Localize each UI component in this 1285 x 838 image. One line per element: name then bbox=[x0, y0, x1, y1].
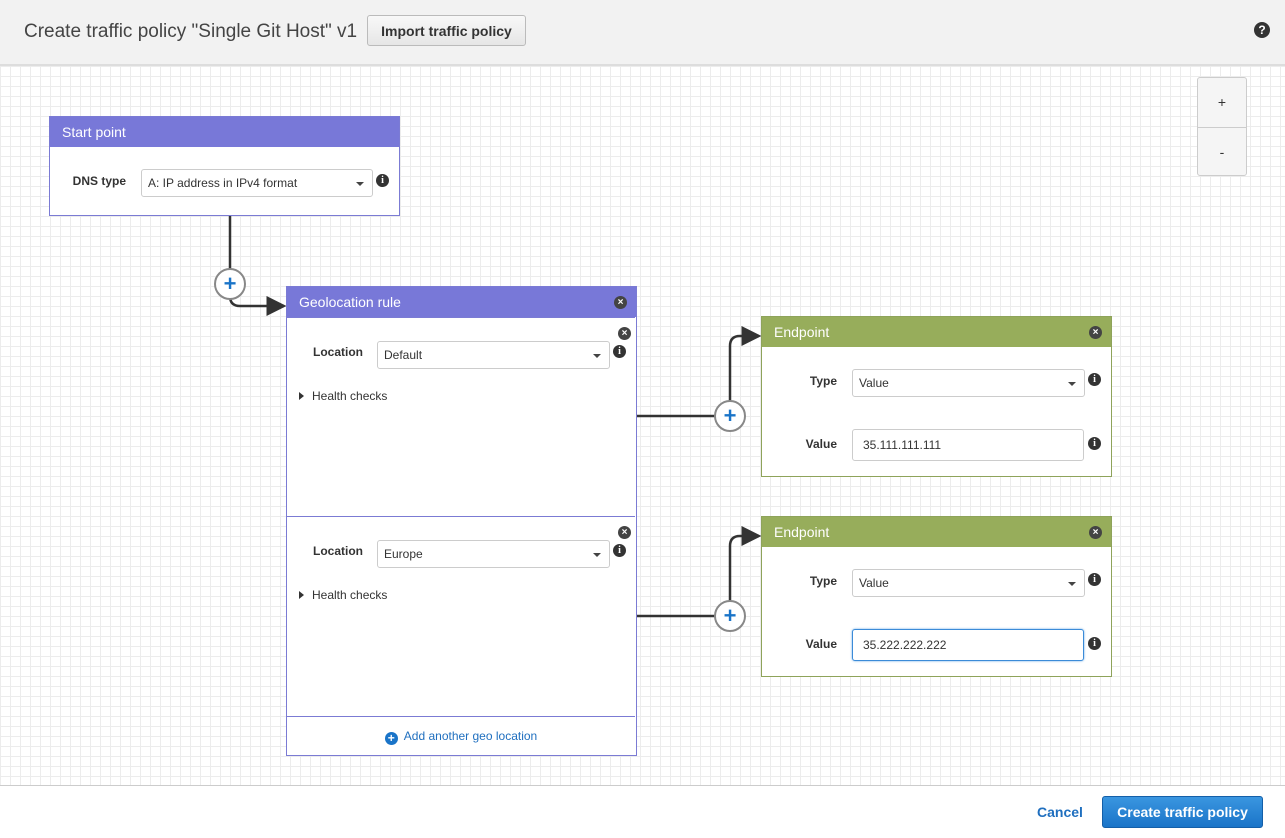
add-geo-location-label: Add another geo location bbox=[403, 729, 538, 743]
zoom-control: + - bbox=[1197, 77, 1247, 176]
dns-type-label: DNS type bbox=[72, 174, 126, 188]
value-input[interactable]: 35.222.222.222 bbox=[852, 629, 1084, 661]
geolocation-rule-title: Geolocation rule × bbox=[287, 287, 636, 317]
type-label: Type bbox=[809, 574, 837, 588]
location-select[interactable]: Default bbox=[377, 341, 610, 369]
info-icon[interactable]: i bbox=[613, 544, 626, 557]
add-node-button[interactable]: + bbox=[714, 600, 746, 632]
geo-rule-section: × Location Default i Health checks bbox=[287, 317, 635, 517]
type-select[interactable]: Value bbox=[852, 369, 1085, 397]
caret-right-icon bbox=[299, 392, 304, 400]
location-label: Location bbox=[313, 345, 363, 359]
close-icon[interactable]: × bbox=[614, 296, 627, 309]
health-checks-toggle[interactable]: Health checks bbox=[299, 389, 387, 403]
plus-circle-icon: + bbox=[384, 732, 398, 745]
connector-geo1-endpoint1 bbox=[637, 326, 762, 418]
dns-type-select[interactable]: A: IP address in IPv4 format bbox=[141, 169, 373, 197]
endpoint-box[interactable]: Endpoint × Type Value i Value 35.111.111.… bbox=[761, 316, 1112, 477]
endpoint-title-text: Endpoint bbox=[774, 324, 830, 340]
add-node-button[interactable]: + bbox=[214, 268, 246, 300]
health-checks-label: Health checks bbox=[312, 588, 388, 602]
type-label: Type bbox=[809, 374, 837, 388]
cancel-button[interactable]: Cancel bbox=[1037, 804, 1083, 820]
zoom-out-button[interactable]: - bbox=[1198, 127, 1246, 176]
add-node-button[interactable]: + bbox=[714, 400, 746, 432]
connector-geo2-endpoint2 bbox=[637, 526, 762, 618]
health-checks-toggle[interactable]: Health checks bbox=[299, 588, 387, 602]
start-point-title: Start point bbox=[50, 117, 399, 147]
location-select[interactable]: Europe bbox=[377, 540, 610, 568]
remove-rule-icon[interactable]: × bbox=[618, 327, 631, 340]
location-label: Location bbox=[313, 544, 363, 558]
value-label: Value bbox=[805, 437, 837, 451]
geolocation-rule-box[interactable]: Geolocation rule × × Location Default i H… bbox=[286, 286, 637, 756]
close-icon[interactable]: × bbox=[1089, 526, 1102, 539]
zoom-in-button[interactable]: + bbox=[1217, 94, 1227, 110]
info-icon[interactable]: i bbox=[1088, 573, 1101, 586]
type-select[interactable]: Value bbox=[852, 569, 1085, 597]
info-icon[interactable]: i bbox=[1088, 437, 1101, 450]
caret-right-icon bbox=[299, 591, 304, 599]
close-icon[interactable]: × bbox=[1089, 326, 1102, 339]
remove-rule-icon[interactable]: × bbox=[618, 526, 631, 539]
help-icon[interactable]: ? bbox=[1254, 22, 1270, 38]
endpoint-title-text: Endpoint bbox=[774, 524, 830, 540]
page-title: Create traffic policy "Single Git Host" … bbox=[24, 21, 358, 42]
info-icon[interactable]: i bbox=[1088, 373, 1101, 386]
geolocation-rule-title-text: Geolocation rule bbox=[299, 294, 401, 310]
geo-rule-section: × Location Europe i Health checks bbox=[287, 516, 635, 716]
endpoint-title: Endpoint × bbox=[762, 517, 1111, 547]
endpoint-box[interactable]: Endpoint × Type Value i Value 35.222.222.… bbox=[761, 516, 1112, 677]
endpoint-title: Endpoint × bbox=[762, 317, 1111, 347]
footer: Cancel Create traffic policy bbox=[0, 785, 1285, 838]
create-traffic-policy-button[interactable]: Create traffic policy bbox=[1102, 796, 1263, 828]
info-icon[interactable]: i bbox=[1088, 637, 1101, 650]
value-label: Value bbox=[805, 637, 837, 651]
import-traffic-policy-button[interactable]: Import traffic policy bbox=[367, 15, 526, 46]
health-checks-label: Health checks bbox=[312, 389, 388, 403]
value-input[interactable]: 35.111.111.111 bbox=[852, 429, 1084, 461]
add-geo-location-link[interactable]: + Add another geo location bbox=[287, 716, 635, 754]
start-point-box[interactable]: Start point DNS type A: IP address in IP… bbox=[49, 116, 400, 216]
header: Create traffic policy "Single Git Host" … bbox=[0, 0, 1285, 66]
info-icon[interactable]: i bbox=[376, 174, 389, 187]
info-icon[interactable]: i bbox=[613, 345, 626, 358]
